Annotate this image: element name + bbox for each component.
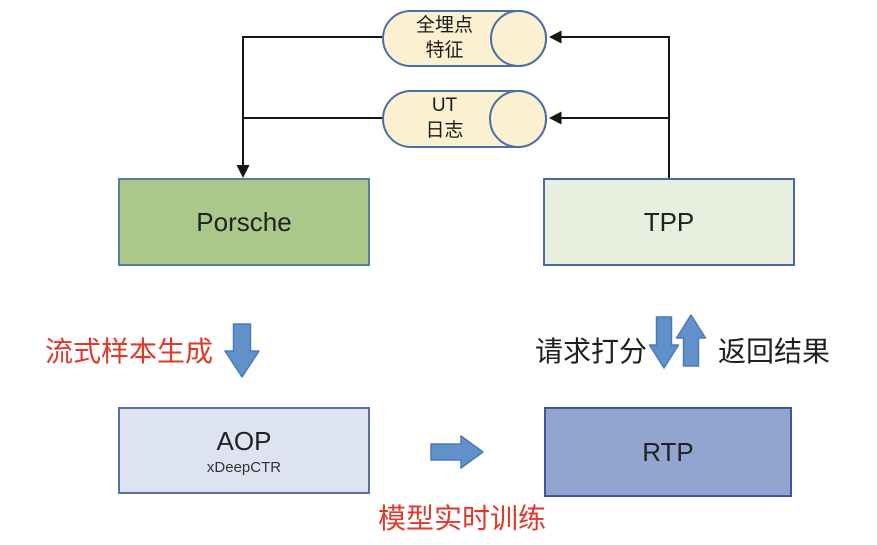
capsule-utlog-line1: UT xyxy=(431,95,458,117)
connector-tpp-to-features xyxy=(558,36,670,178)
up-arrow-return-icon xyxy=(675,314,707,367)
cylinder-end-icon xyxy=(490,10,547,67)
down-arrow-request-icon xyxy=(648,316,680,369)
cylinder-end-icon xyxy=(489,90,547,148)
capsule-full-tracking-features: 全埋点 特征 xyxy=(382,10,547,67)
capsule-features-line1: 全埋点 xyxy=(415,14,473,36)
capsule-features-line2: 特征 xyxy=(425,39,464,61)
capsule-features-label: 全埋点 特征 xyxy=(384,12,505,65)
connector-capsules-to-porsche xyxy=(242,36,382,169)
down-arrow-stream-icon xyxy=(224,323,260,378)
rtp-label: RTP xyxy=(642,436,694,467)
capsule-ut-log: UT 日志 xyxy=(382,90,547,148)
porsche-label: Porsche xyxy=(196,206,292,237)
arrowhead-into-porsche-icon xyxy=(236,165,250,178)
tpp-label: TPP xyxy=(643,206,695,237)
capsule-utlog-label: UT 日志 xyxy=(384,92,505,146)
aop-box: AOP xDeepCTR xyxy=(118,407,370,494)
realtime-model-training-label: 模型实时训练 xyxy=(378,503,547,534)
rtp-box: RTP xyxy=(544,407,792,497)
request-scoring-label: 请求打分 xyxy=(535,336,648,367)
aop-sublabel: xDeepCTR xyxy=(206,458,282,476)
stream-sample-generation-label: 流式样本生成 xyxy=(45,336,214,367)
return-result-label: 返回结果 xyxy=(718,336,831,367)
arrowhead-into-features-icon xyxy=(549,30,562,44)
aop-label: AOP xyxy=(216,425,272,456)
tpp-box: TPP xyxy=(543,178,795,266)
porsche-box: Porsche xyxy=(118,178,370,266)
capsule-utlog-line2: 日志 xyxy=(425,120,464,141)
arrowhead-into-utlog-icon xyxy=(549,111,562,125)
right-arrow-aop-to-rtp-icon xyxy=(430,435,484,469)
